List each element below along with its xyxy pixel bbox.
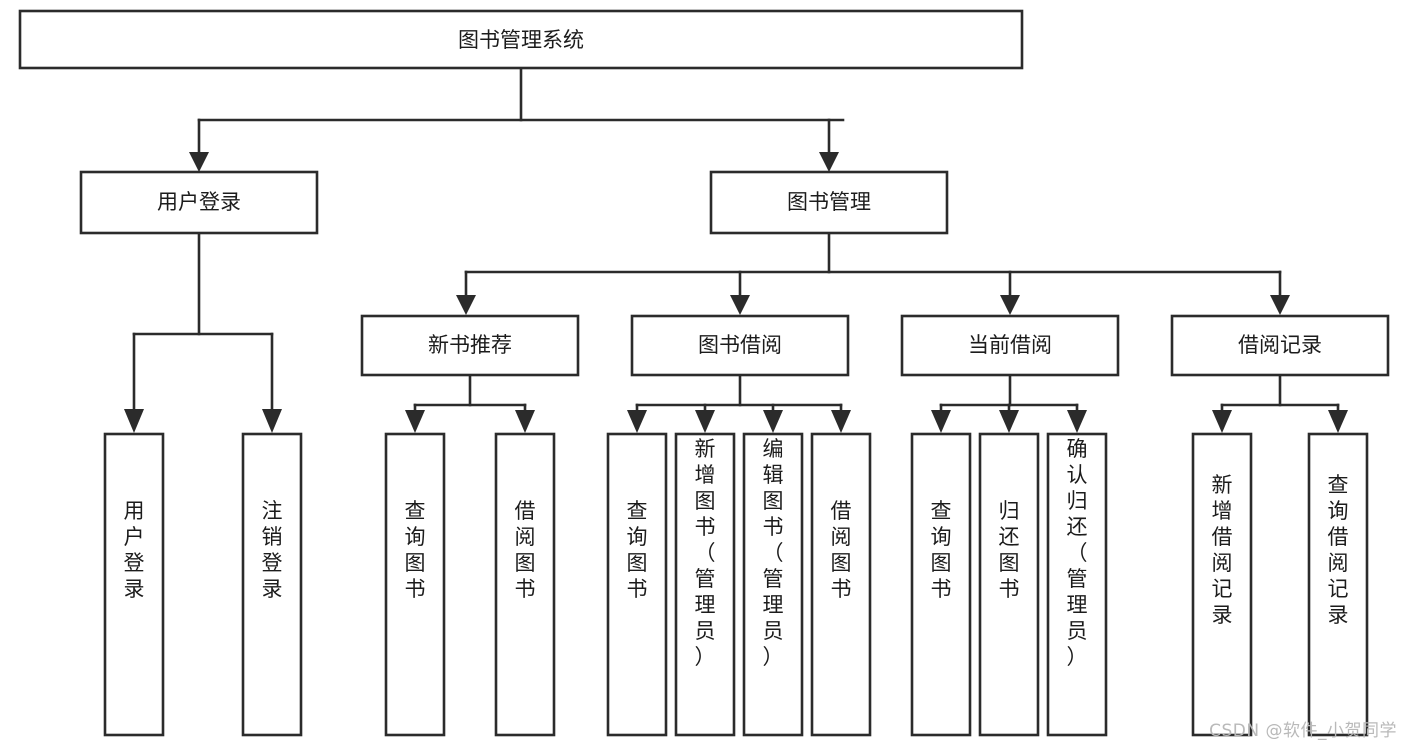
node-borrow-record[interactable]: 借阅记录: [1170, 314, 1390, 377]
node-leaf-confirm-return[interactable]: 确认归还（管理员）: [1046, 432, 1108, 737]
node-book-manage-label: 图书管理: [787, 190, 871, 214]
node-leaf-borrow-book-2-label: 借阅图书: [831, 499, 852, 601]
node-leaf-confirm-return-label: 确认归还（管理员）: [1067, 437, 1088, 669]
node-leaf-borrow-book-1-label: 借阅图书: [515, 499, 536, 601]
node-leaf-add-book[interactable]: 新增图书（管理员）: [674, 432, 736, 737]
node-current-borrow[interactable]: 当前借阅: [900, 314, 1120, 377]
node-new-book-recommend[interactable]: 新书推荐: [360, 314, 580, 377]
node-new-book-recommend-label: 新书推荐: [428, 333, 512, 357]
connector-group-new-book-recommend: [405, 373, 535, 433]
node-leaf-borrow-book-2[interactable]: 借阅图书: [810, 432, 872, 737]
node-leaf-borrow-book-1[interactable]: 借阅图书: [494, 432, 556, 737]
node-current-borrow-label: 当前借阅: [968, 333, 1052, 357]
csdn-watermark: CSDN @软件_小贺同学: [1209, 721, 1397, 741]
connector-group-current-borrow: [931, 373, 1087, 433]
connector-group-book-borrow: [627, 373, 851, 433]
node-leaf-query-book-2-label: 查询图书: [627, 499, 648, 601]
node-leaf-query-record[interactable]: 查询借阅记录: [1307, 432, 1369, 737]
node-leaf-query-book-3-label: 查询图书: [931, 499, 952, 601]
connector-group-root: [189, 66, 845, 172]
node-leaf-user-login[interactable]: 用户登录: [103, 432, 165, 737]
node-leaf-add-record-label: 新增借阅记录: [1212, 473, 1233, 627]
node-leaf-edit-book[interactable]: 编辑图书（管理员）: [742, 432, 804, 737]
node-leaf-user-logout-label: 注销登录: [262, 499, 283, 601]
connector-group-user-login: [124, 231, 282, 433]
node-leaf-edit-book-label: 编辑图书（管理员）: [763, 437, 784, 669]
node-leaf-query-book-2[interactable]: 查询图书: [606, 432, 668, 737]
node-book-borrow-label: 图书借阅: [698, 333, 782, 357]
connector-group-book-manage: [456, 231, 1290, 315]
node-root[interactable]: 图书管理系统: [18, 9, 1024, 70]
node-leaf-query-book-3[interactable]: 查询图书: [910, 432, 972, 737]
node-leaf-add-book-label: 新增图书（管理员）: [695, 437, 716, 669]
node-borrow-record-label: 借阅记录: [1238, 333, 1322, 357]
node-leaf-add-record[interactable]: 新增借阅记录: [1191, 432, 1253, 737]
node-leaf-query-record-label: 查询借阅记录: [1328, 473, 1349, 627]
node-book-borrow[interactable]: 图书借阅: [630, 314, 850, 377]
node-leaf-user-logout[interactable]: 注销登录: [241, 432, 303, 737]
node-leaf-return-book[interactable]: 归还图书: [978, 432, 1040, 737]
node-leaf-query-book-1-label: 查询图书: [405, 499, 426, 601]
node-root-label: 图书管理系统: [458, 28, 584, 52]
node-book-manage[interactable]: 图书管理: [709, 170, 949, 235]
node-leaf-query-book-1[interactable]: 查询图书: [384, 432, 446, 737]
node-leaf-return-book-label: 归还图书: [999, 499, 1020, 601]
connector-group-borrow-record: [1212, 373, 1348, 433]
node-leaf-user-login-label: 用户登录: [124, 499, 145, 601]
node-user-login-label: 用户登录: [157, 190, 241, 214]
node-user-login[interactable]: 用户登录: [79, 170, 319, 235]
